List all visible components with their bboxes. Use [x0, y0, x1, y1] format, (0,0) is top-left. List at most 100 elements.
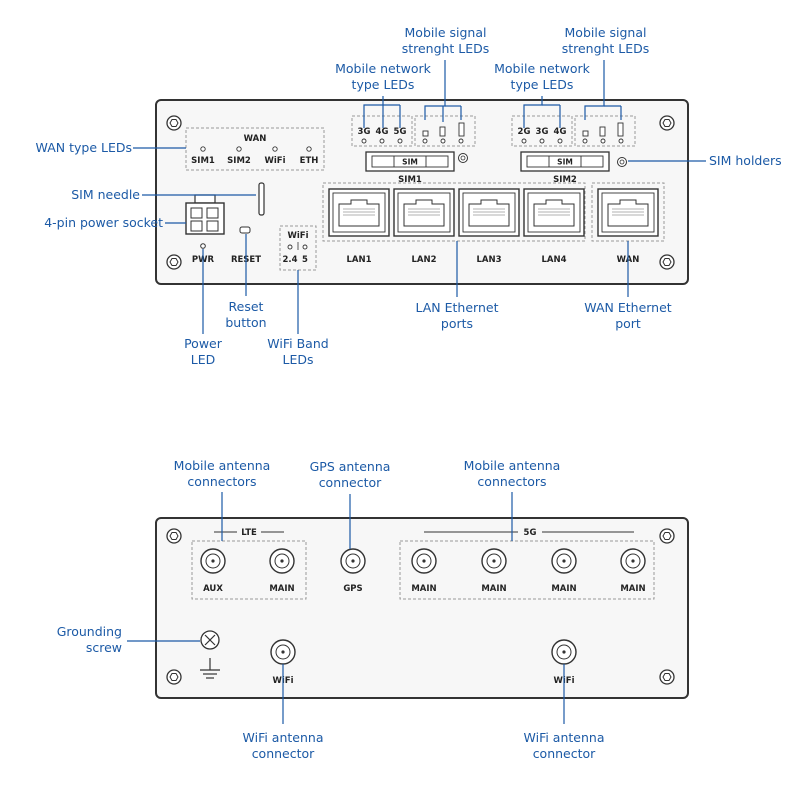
callout-mobile-antenna-right: Mobile antenna connectors — [452, 458, 572, 490]
sim2-type-4g: 4G — [554, 127, 567, 137]
wan-led-label-wifi: WiFi — [264, 156, 285, 166]
wan-led-label-sim1: SIM1 — [191, 156, 215, 166]
wan-led-label-sim2: SIM2 — [227, 156, 251, 166]
callout-mobile-signal-2-line1: Mobile signal — [564, 25, 647, 40]
callout-mobile-signal-1-line2: strenght LEDs — [401, 41, 490, 56]
lan-port-4[interactable] — [523, 188, 585, 237]
callout-reset-button-line1: Reset — [228, 299, 264, 314]
callout-mobile-signal-1-line1: Mobile signal — [404, 25, 487, 40]
g5-connector-box — [399, 540, 655, 600]
g5-main-connector-2[interactable] — [481, 548, 507, 574]
callout-power-led: Power LED — [168, 336, 238, 368]
lte-main-connector[interactable] — [269, 548, 295, 574]
wan-led-label-eth: ETH — [300, 156, 319, 166]
callout-mobile-antenna-left: Mobile antenna connectors — [162, 458, 282, 490]
reset-button[interactable] — [239, 226, 251, 234]
lan-port-2[interactable] — [393, 188, 455, 237]
callout-mobile-network-type-1: Mobile network type LEDs — [318, 61, 448, 93]
g5-main-label-4: MAIN — [620, 584, 645, 594]
g5-group-title: 5G — [524, 528, 537, 538]
callout-mobile-network-type-1-line2: type LEDs — [351, 77, 415, 92]
front-mounting-screw-tr — [659, 115, 675, 131]
sim2-holder[interactable]: SIM — [520, 151, 610, 172]
g5-main-connector-4[interactable] — [620, 548, 646, 574]
callout-reset-button: Reset button — [206, 299, 286, 331]
callout-mobile-signal-1: Mobile signal strenght LEDs — [388, 25, 503, 57]
power-led — [200, 243, 206, 249]
power-socket-4pin[interactable] — [185, 194, 225, 235]
wifi-connector-left[interactable] — [270, 639, 296, 665]
wan-type-led-box: WAN SIM1 SIM2 WiFi ETH — [185, 127, 325, 171]
gps-connector[interactable] — [340, 548, 366, 574]
front-mounting-screw-br — [659, 254, 675, 270]
sim2-signal-led-2 — [600, 138, 606, 144]
sim1-signal-led-2 — [440, 138, 446, 144]
callout-wifi-antenna-left: WiFi antenna connector — [223, 730, 343, 762]
callout-mobile-network-type-1-line1: Mobile network — [335, 61, 431, 76]
lan-port-4-label: LAN4 — [541, 255, 566, 265]
lan-port-1[interactable] — [328, 188, 390, 237]
sim1-type-led-4g — [379, 138, 385, 144]
sim2-holder-label: SIM2 — [553, 175, 577, 185]
back-mounting-screw-bl — [166, 669, 182, 685]
back-mounting-screw-tl — [166, 528, 182, 544]
wan-led-eth — [306, 146, 312, 152]
sim1-type-led-3g — [361, 138, 367, 144]
sim2-type-2g: 2G — [518, 127, 531, 137]
sim2-type-led-3g — [539, 138, 545, 144]
callout-wifi-antenna-right-line2: connector — [532, 746, 596, 761]
sim1-holder[interactable]: SIM — [365, 151, 455, 172]
grounding-screw[interactable] — [200, 630, 220, 650]
callout-power-led-line2: LED — [190, 352, 216, 367]
wifi-connector-right[interactable] — [551, 639, 577, 665]
sim2-eject-button[interactable] — [617, 157, 627, 167]
callout-mobile-antenna-right-line1: Mobile antenna — [463, 458, 561, 473]
sim2-type-led-2g — [521, 138, 527, 144]
wifi-box-title: WiFi — [287, 231, 308, 241]
lan-port-3[interactable] — [458, 188, 520, 237]
wan-led-sim2 — [236, 146, 242, 152]
wifi-band-24-label: 2.4 — [282, 255, 297, 265]
callout-wifi-antenna-right-line1: WiFi antenna — [523, 730, 605, 745]
callout-mobile-network-type-2: Mobile network type LEDs — [477, 61, 607, 93]
callout-mobile-antenna-left-line1: Mobile antenna — [173, 458, 271, 473]
callout-wifi-band-leds-line1: WiFi Band — [267, 336, 329, 351]
lte-aux-connector[interactable] — [200, 548, 226, 574]
back-leader-lines — [127, 492, 565, 724]
callout-wifi-antenna-right: WiFi antenna connector — [504, 730, 624, 762]
sim2-led-group: 2G 3G 4G — [511, 115, 636, 147]
sim1-signal-bar-2 — [439, 126, 446, 137]
lte-connector-box — [191, 540, 307, 600]
sim2-signal-bar-1 — [582, 130, 589, 137]
front-mounting-screw-tl — [166, 115, 182, 131]
sim1-eject-button[interactable] — [458, 153, 468, 163]
back-panel: LTE AUX MAIN GPS 5G MAIN MAIN MAIN MAIN — [155, 517, 689, 699]
wan-led-sim1 — [200, 146, 206, 152]
callout-wifi-band-leds: WiFi Band LEDs — [253, 336, 343, 368]
sim1-type-4g: 4G — [376, 127, 389, 137]
sim1-signal-bar-1 — [422, 130, 429, 137]
callout-reset-button-line2: button — [225, 315, 267, 330]
callout-lan-ethernet-line1: LAN Ethernet — [415, 300, 499, 315]
callout-grounding-screw: Grounding screw — [30, 624, 122, 656]
g5-main-connector-1[interactable] — [411, 548, 437, 574]
callout-lan-ethernet: LAN Ethernet ports — [397, 300, 517, 332]
g5-main-label-2: MAIN — [481, 584, 506, 594]
sim-needle[interactable] — [258, 182, 265, 216]
sim2-type-3g: 3G — [536, 127, 549, 137]
sim2-slot-label: SIM — [557, 158, 573, 167]
callout-wan-type-leds: WAN type LEDs — [35, 140, 132, 155]
sim1-type-led-5g — [397, 138, 403, 144]
back-mounting-screw-tr — [659, 528, 675, 544]
callout-wan-ethernet-line2: port — [615, 316, 641, 331]
callout-gps-antenna-line1: GPS antenna — [309, 459, 391, 474]
sim1-led-group: 3G 4G 5G — [351, 115, 476, 147]
callout-gps-antenna-line2: connector — [318, 475, 382, 490]
lte-aux-label: AUX — [203, 584, 223, 594]
lan-port-3-label: LAN3 — [476, 255, 501, 265]
g5-main-connector-3[interactable] — [551, 548, 577, 574]
wan-port[interactable] — [597, 188, 659, 237]
gps-label: GPS — [343, 584, 362, 594]
